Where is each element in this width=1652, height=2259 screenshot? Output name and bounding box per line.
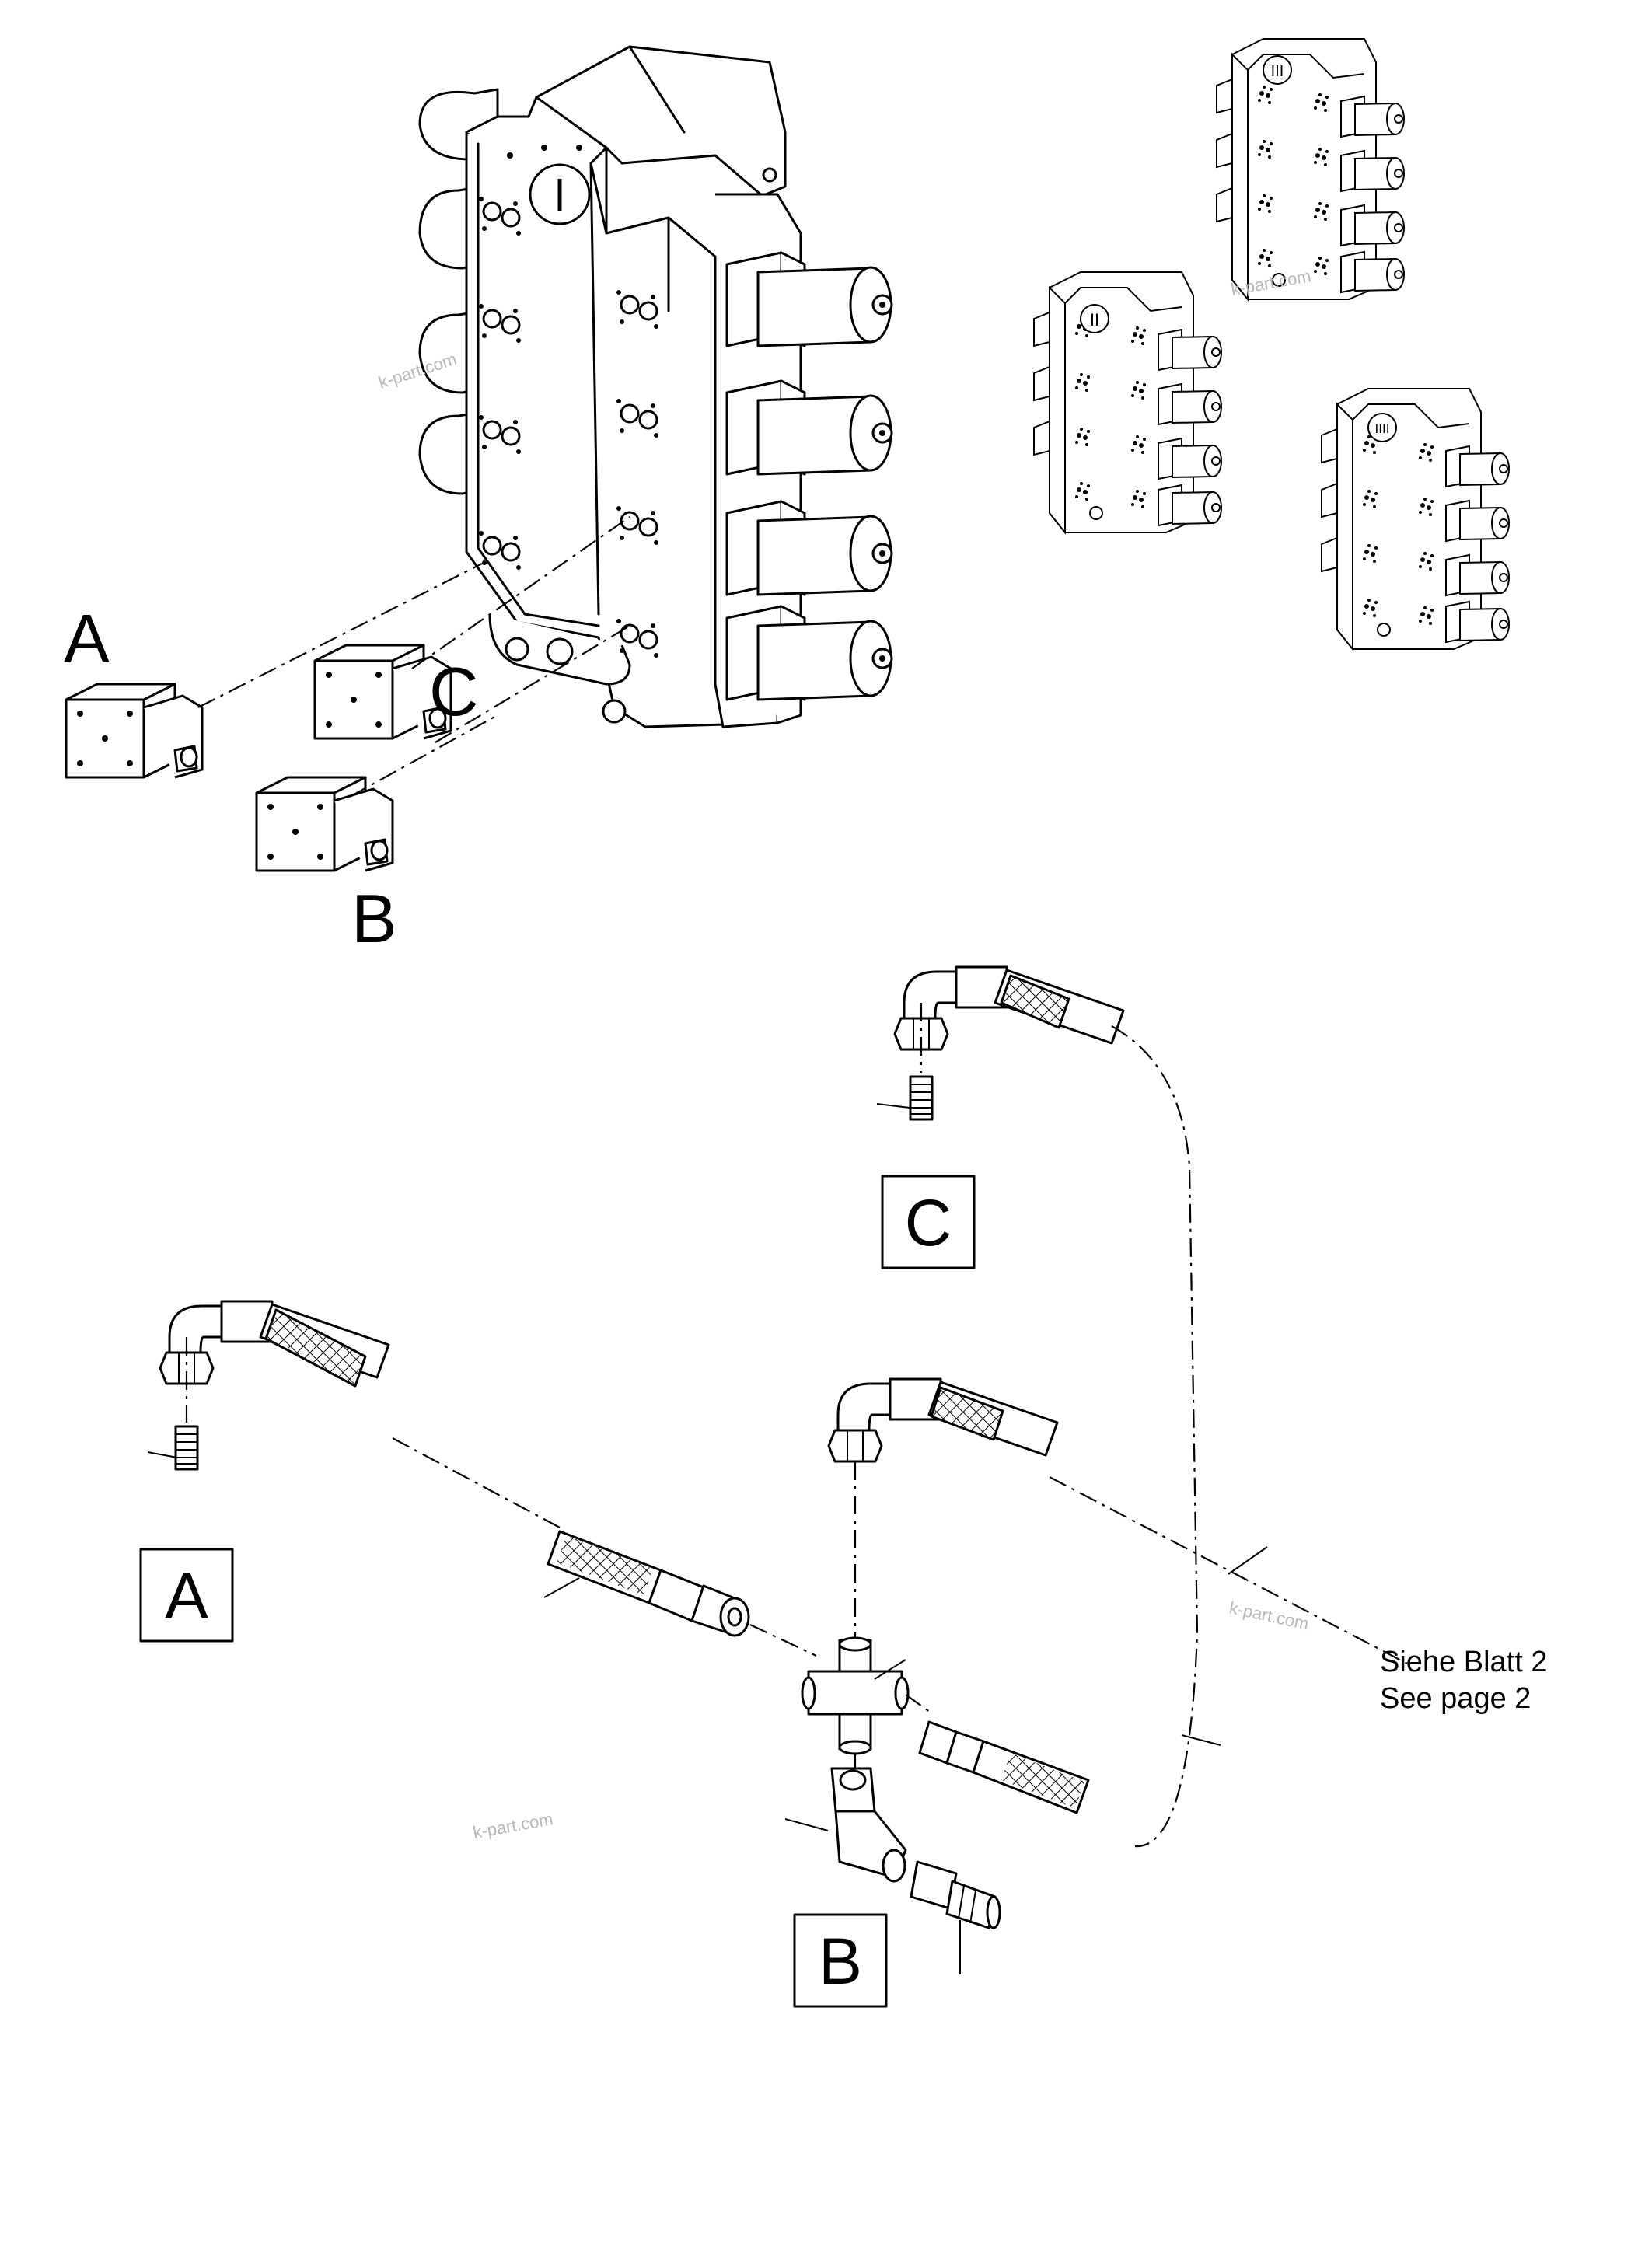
roman-label-4: IIII [1375,421,1390,436]
module-b [255,625,630,872]
label-box-b-text: B [819,1925,862,1998]
valve-block-view-4: IIII [1322,389,1509,649]
roman-label-3: III [1271,63,1284,80]
label-box-a-text: A [165,1559,208,1632]
label-module-c: C [429,653,479,730]
label-module-a: A [64,600,110,677]
valve-block-view-2: II [1034,272,1221,532]
hose-assembly-a [147,1300,817,1657]
note-line-1: Siehe Blatt 2 [1380,1646,1547,1678]
roman-label-2: II [1090,310,1099,330]
label-box-a: A [139,1548,234,1643]
main-valve-block [418,45,893,728]
label-module-b: B [351,880,397,957]
label-box-b: B [793,1913,888,2008]
module-c [313,516,630,740]
label-box-c: C [881,1175,976,1269]
hose-assembly-c [876,965,1199,1848]
watermark-3: k-part.com [1228,1597,1311,1633]
see-page-note: Siehe Blatt 2 See page 2 [1380,1646,1547,1715]
label-box-c-text: C [905,1186,952,1259]
hose-assembly-b [784,1377,1408,1974]
note-line-2: See page 2 [1380,1682,1531,1715]
valve-block-view-3: III [1217,39,1404,299]
module-a [65,563,483,779]
watermark-4: k-part.com [472,1809,555,1842]
